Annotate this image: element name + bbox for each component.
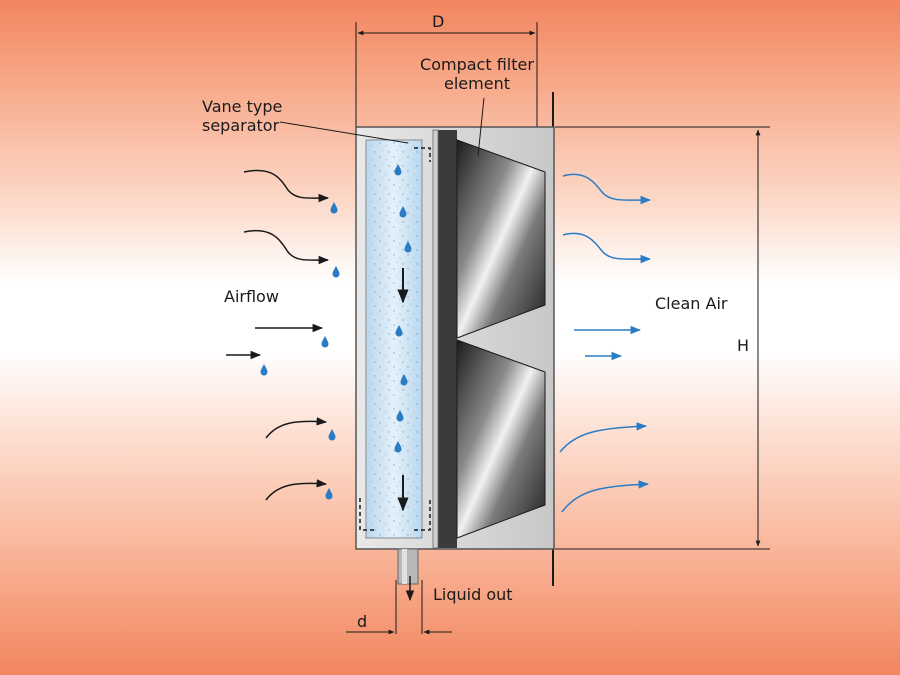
dimension-H-label: H [737,336,750,355]
liquid-drain-pipe [397,548,419,602]
vane-leader-line [279,121,409,144]
dimension-d [346,580,452,635]
vane-separator [359,139,431,539]
clean-air-label: Clean Air [655,294,728,313]
vane-separator-label-line2: separator [202,116,280,135]
compact-filter-label: Compact filter element [412,55,542,93]
dimension-D [355,22,538,128]
filter-leader-line [477,97,485,157]
compact-filter-element [456,139,546,539]
airflow-label: Airflow [224,287,279,306]
entrained-droplets [260,202,340,500]
compact-filter-label-line1: Compact filter [420,55,534,74]
dimension-d-label: d [357,612,368,631]
dimension-D-label: D [432,12,445,31]
clean-air-arrows [559,173,652,513]
vane-separator-label: Vane type separator [202,97,282,135]
liquid-out-label: Liquid out [433,585,513,604]
filter-frame-bar [437,130,457,548]
incoming-airflow-arrows [226,169,330,501]
dimension-H [555,126,770,550]
vane-separator-label-line1: Vane type [202,97,283,116]
compact-filter-label-line2: element [444,74,510,93]
